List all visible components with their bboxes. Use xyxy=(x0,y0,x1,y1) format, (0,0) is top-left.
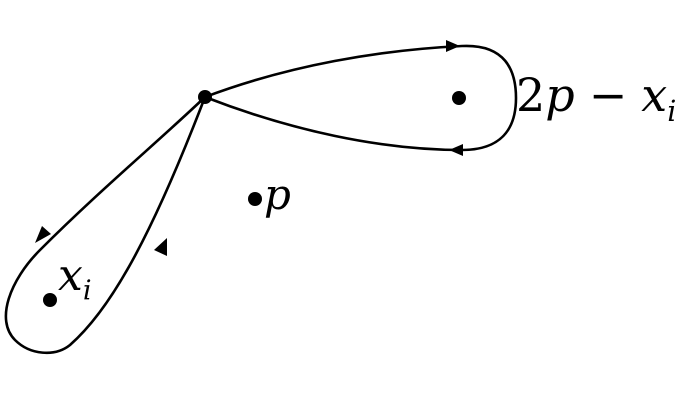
loop-reflected xyxy=(201,44,518,152)
label-reflected-x: x xyxy=(641,68,668,122)
arrow-left-upper-icon xyxy=(35,226,51,243)
reflected-point xyxy=(452,91,466,105)
label-xi-sub: i xyxy=(82,275,92,307)
arrow-left-lower-icon xyxy=(154,238,167,256)
arrow-right-lower-icon xyxy=(449,144,463,156)
label-reflected: 2p−xi xyxy=(516,72,676,126)
base-point xyxy=(198,90,212,104)
label-reflected-p: p xyxy=(545,68,575,122)
p-point xyxy=(248,192,262,206)
xi-point xyxy=(43,293,57,307)
label-reflected-two: 2 xyxy=(516,68,546,122)
arrow-right-upper-icon xyxy=(446,40,460,52)
label-p: p xyxy=(264,174,291,216)
label-reflected-sub: i xyxy=(667,94,677,128)
label-xi: xi xyxy=(58,254,92,305)
label-reflected-minus: − xyxy=(588,68,628,122)
label-p-text: p xyxy=(264,170,291,219)
loop-xi xyxy=(4,96,207,355)
label-xi-main: x xyxy=(58,250,83,301)
